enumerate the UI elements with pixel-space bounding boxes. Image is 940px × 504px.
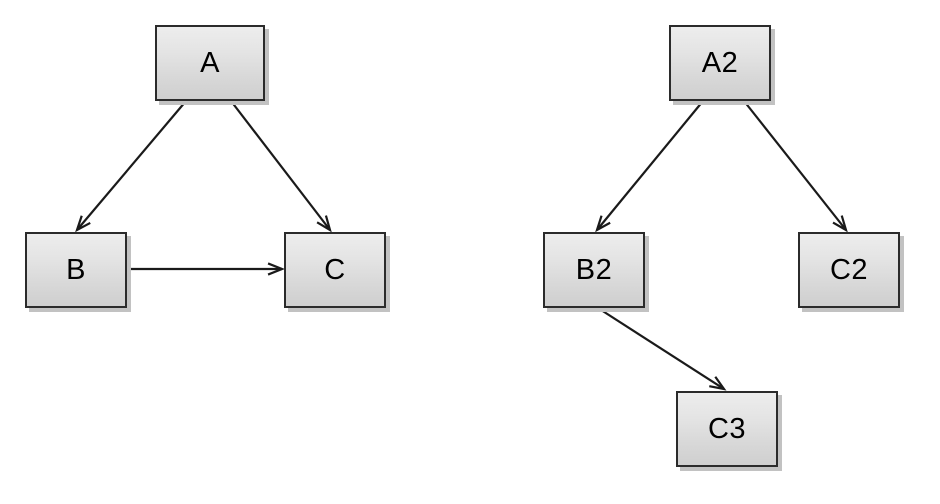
node-label: B (66, 253, 86, 286)
node-A[interactable]: A (155, 25, 265, 101)
arrowhead-icon (595, 215, 611, 233)
node-C3[interactable]: C3 (676, 391, 778, 467)
edge-A2-C2 (743, 100, 848, 233)
arrowhead-icon (709, 376, 727, 391)
edge-B2-C3 (597, 307, 727, 391)
node-B[interactable]: B (25, 232, 127, 308)
node-C2[interactable]: C2 (798, 232, 900, 308)
node-label: C2 (829, 253, 869, 286)
node-label: A (200, 46, 220, 79)
edge-line (230, 100, 331, 231)
arrowhead-icon (316, 215, 332, 233)
edge-line (596, 100, 704, 231)
arrowhead-icon (75, 215, 91, 233)
node-A2[interactable]: A2 (669, 25, 771, 101)
node-label: C (324, 253, 346, 286)
arrowhead-icon (832, 215, 848, 233)
node-label: C3 (707, 412, 747, 445)
edge-A-C (230, 100, 332, 233)
edge-B-C (128, 262, 285, 276)
node-label: A2 (701, 46, 739, 79)
node-label: B2 (575, 253, 613, 286)
arrowhead-icon (267, 262, 285, 276)
edge-line (76, 100, 187, 231)
edge-A2-B2 (595, 100, 704, 233)
edge-line (743, 100, 847, 231)
node-C[interactable]: C (284, 232, 386, 308)
node-B2[interactable]: B2 (543, 232, 645, 308)
edge-A-B (75, 100, 187, 233)
edge-line (597, 307, 725, 390)
